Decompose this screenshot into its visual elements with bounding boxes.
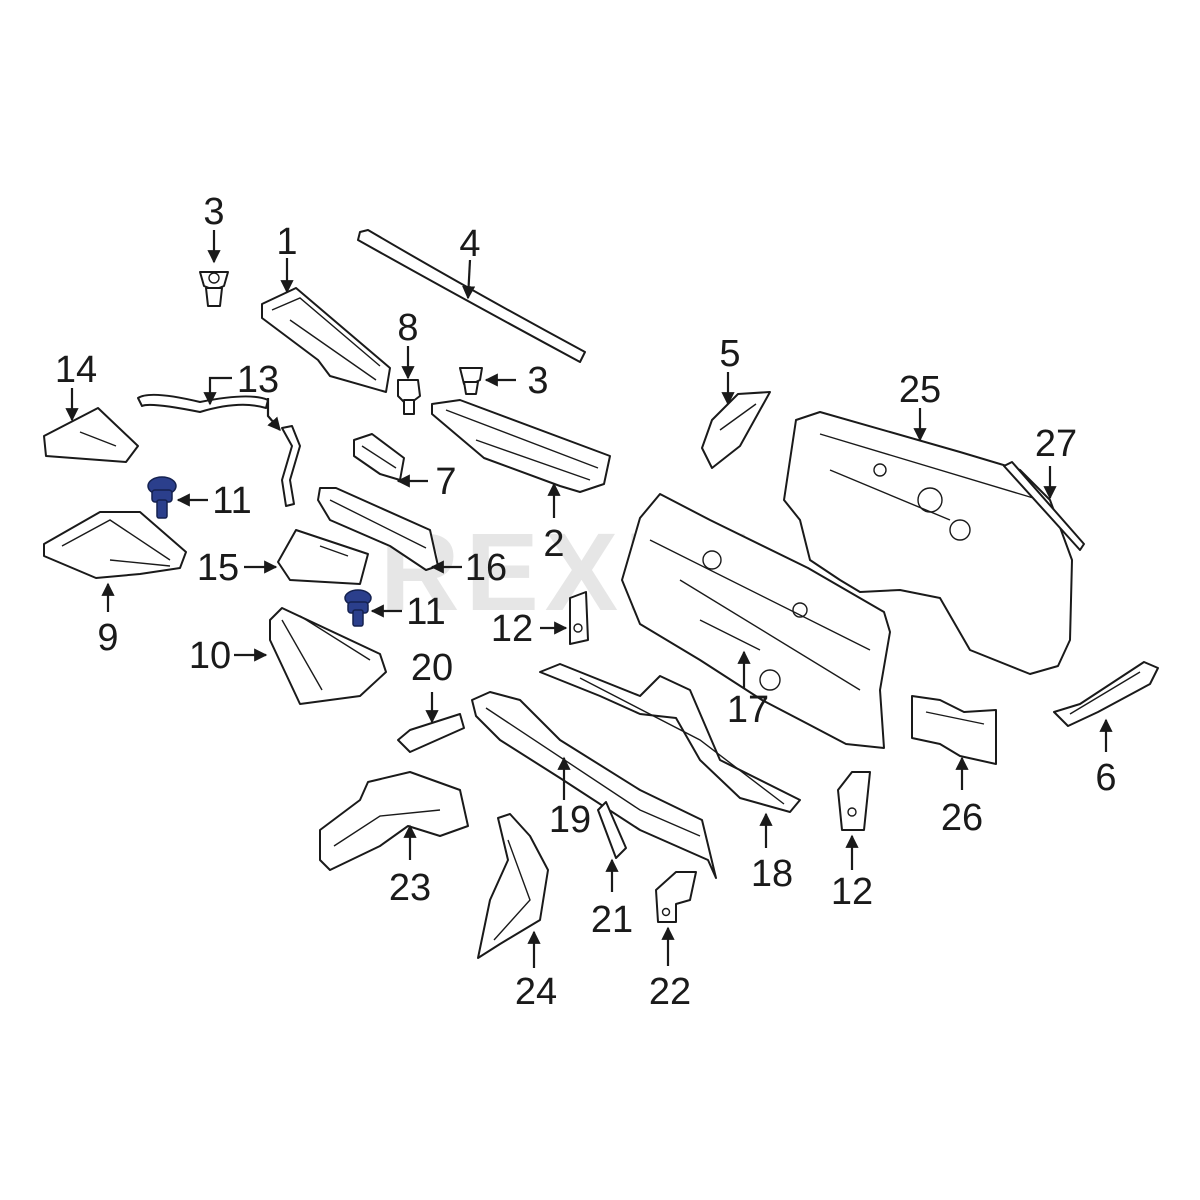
callout-13: 13 [237, 359, 279, 401]
callout-16: 16 [465, 547, 507, 589]
part-12-bracket-right[interactable] [837, 771, 871, 831]
callout-19: 19 [549, 799, 591, 841]
callout-7: 7 [435, 461, 456, 503]
callout-20: 20 [411, 647, 453, 689]
part-23-panel[interactable] [319, 771, 469, 871]
part-12-bracket-left[interactable] [569, 591, 589, 645]
part-8-clip[interactable] [397, 379, 421, 415]
callout-10: 10 [189, 635, 231, 677]
part-2-cowl-panel[interactable] [431, 399, 611, 493]
callout-15: 15 [197, 547, 239, 589]
part-24-panel[interactable] [477, 813, 549, 959]
part-21-bracket[interactable] [597, 801, 627, 859]
part-11-clip-upper[interactable] [147, 476, 177, 519]
part-6-brace[interactable] [1053, 661, 1159, 727]
callout-labels: 3 1 4 8 3 5 13 14 25 27 7 2 11 9 15 16 1… [55, 191, 1117, 1013]
callout-11-lower: 11 [406, 591, 445, 633]
part-11-clip-lower[interactable] [344, 589, 372, 627]
callout-25: 25 [899, 369, 941, 411]
part-7-bracket[interactable] [353, 433, 405, 481]
callout-12-right: 12 [831, 871, 873, 913]
leader-lines [65, 230, 1113, 968]
callout-12-left: 12 [491, 608, 533, 650]
callout-27: 27 [1035, 423, 1077, 465]
callout-24: 24 [515, 971, 557, 1013]
part-1-cowl-extension[interactable] [261, 287, 391, 393]
part-22-bracket[interactable] [655, 871, 697, 923]
callout-23: 23 [389, 867, 431, 909]
callout-26: 26 [941, 797, 983, 839]
part-10-side-panel[interactable] [269, 607, 387, 705]
part-20-bracket[interactable] [397, 713, 465, 753]
callout-22: 22 [649, 971, 691, 1013]
part-3-clip-top[interactable] [199, 271, 229, 307]
part-18-crossmember[interactable] [539, 663, 801, 813]
callout-8: 8 [397, 307, 418, 349]
part-19-member[interactable] [471, 691, 717, 879]
callout-11-upper: 11 [212, 480, 251, 522]
callout-17: 17 [727, 689, 769, 731]
callout-3-top: 3 [203, 191, 224, 233]
part-13-hose[interactable] [281, 425, 301, 507]
part-9-side-panel[interactable] [43, 511, 187, 579]
callout-6: 6 [1095, 757, 1116, 799]
part-25-insulator[interactable] [783, 411, 1073, 675]
callout-1: 1 [276, 221, 297, 263]
callout-9: 9 [97, 617, 118, 659]
part-17-dash-panel[interactable] [621, 493, 891, 749]
callout-3-right: 3 [527, 360, 548, 402]
callout-18: 18 [751, 853, 793, 895]
part-16-reinforcement[interactable] [317, 487, 439, 571]
callout-2: 2 [543, 523, 564, 565]
callout-5: 5 [719, 333, 740, 375]
callout-4: 4 [459, 223, 480, 265]
part-5-brace[interactable] [701, 391, 771, 469]
part-26-insulator[interactable] [911, 695, 997, 765]
part-14-cowl-cover[interactable] [43, 407, 139, 463]
part-3-clip-right[interactable] [459, 367, 483, 395]
part-15-plate[interactable] [277, 529, 369, 585]
callout-14: 14 [55, 349, 97, 391]
part-27-strip[interactable] [1003, 461, 1085, 551]
callout-21: 21 [591, 899, 633, 941]
